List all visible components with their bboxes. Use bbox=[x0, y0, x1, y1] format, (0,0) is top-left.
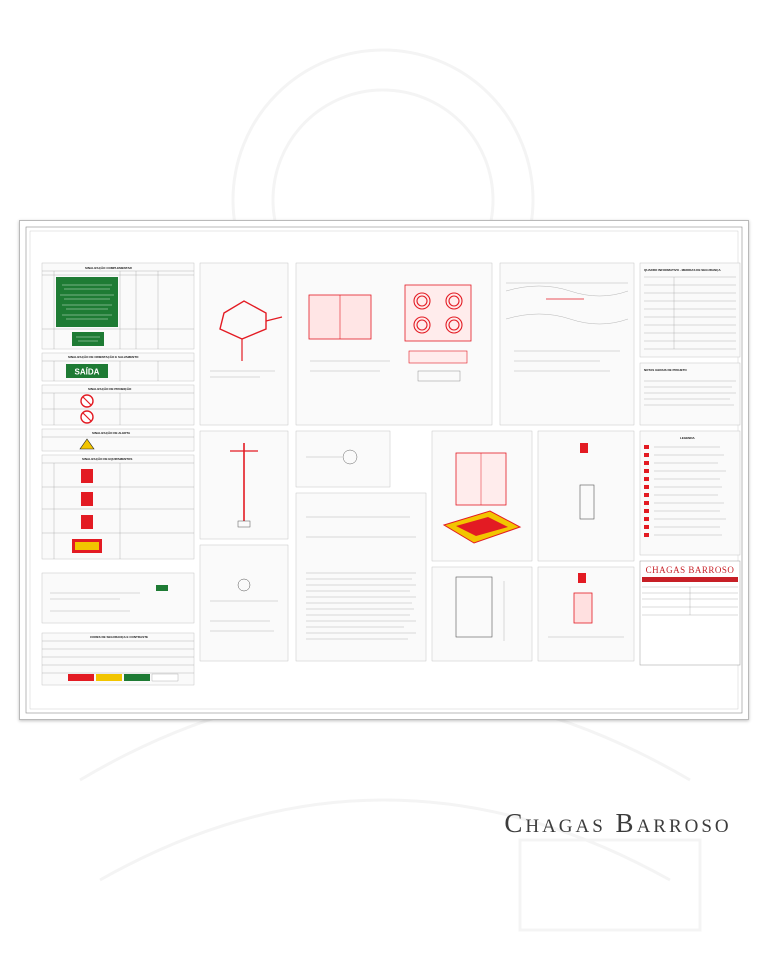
colors-table: CORES DE SEGURANÇA E CONTRASTE bbox=[41, 632, 195, 686]
pump-detail-panel bbox=[199, 262, 289, 426]
door-detail-panel bbox=[431, 566, 533, 662]
table-title-proibicao: SINALIZAÇÃO DE PROIBIÇÃO bbox=[88, 386, 132, 391]
pipe-detail-panel bbox=[295, 430, 391, 488]
table-title-complementar: SINALIZAÇÃO COMPLEMENTAR bbox=[85, 265, 133, 270]
electrical-scheme-panel bbox=[199, 544, 289, 662]
table-title-orientacao: SINALIZAÇÃO DE ORIENTAÇÃO E SALVAMENTO bbox=[68, 354, 139, 359]
general-notes-panel: NOTAS GERAIS DE PROJETO bbox=[639, 362, 741, 426]
title-block: CHAGAS BARROSO bbox=[639, 560, 741, 666]
alarm-sign-icon bbox=[81, 492, 93, 506]
legend-panel: LEGENDA bbox=[639, 430, 741, 556]
table-title-cores: CORES DE SEGURANÇA E CONTRASTE bbox=[90, 635, 148, 639]
prohibition-signs-table: SINALIZAÇÃO DE PROIBIÇÃO bbox=[41, 384, 195, 426]
green-information-sign bbox=[56, 277, 118, 327]
drawing-canvas: SINALIZAÇÃO COMPLEMENTAR SINALIZAÇÃO DE … bbox=[25, 226, 743, 714]
hydrant-cabinet-detail bbox=[295, 262, 493, 426]
extinguisher-install-panel bbox=[537, 566, 635, 662]
hydrant-sign-icon bbox=[81, 515, 93, 529]
luminaire-notes-panel bbox=[295, 492, 427, 662]
cabinet-isometric-panel bbox=[431, 430, 533, 562]
orientation-signs-table: SINALIZAÇÃO DE ORIENTAÇÃO E SALVAMENTO S… bbox=[41, 352, 195, 382]
alert-signs-table: SINALIZAÇÃO DE ALERTA bbox=[41, 428, 195, 452]
table-title-equipamentos: SINALIZAÇÃO DE EQUIPAMENTOS bbox=[82, 456, 132, 461]
water-tank-section bbox=[499, 262, 635, 426]
complementary-signs-table: SINALIZAÇÃO COMPLEMENTAR bbox=[41, 262, 195, 350]
info-table-title: QUADRO INFORMATIVO - MEDIDAS DE SEGURANÇ… bbox=[644, 268, 721, 272]
notes-title: NOTAS GERAIS DE PROJETO bbox=[644, 368, 687, 372]
hydrant-detail-panel bbox=[199, 430, 289, 540]
information-table: QUADRO INFORMATIVO - MEDIDAS DE SEGURANÇ… bbox=[639, 262, 741, 358]
exit-sign bbox=[66, 364, 108, 378]
sign-installation-detail bbox=[41, 572, 195, 624]
technical-drawing-sheet: SINALIZAÇÃO COMPLEMENTAR SINALIZAÇÃO DE … bbox=[19, 220, 749, 720]
legend-title: LEGENDA bbox=[680, 436, 696, 440]
exit-sign-text: SAÍDA bbox=[75, 368, 100, 377]
footer-brand-logo: Chagas Barroso bbox=[504, 808, 732, 838]
warning-triangle-icon bbox=[79, 438, 95, 450]
extinguisher-sign-icon bbox=[81, 469, 93, 483]
equipment-signs-table: SINALIZAÇÃO DE EQUIPAMENTOS bbox=[41, 454, 195, 560]
green-small-sign bbox=[72, 332, 104, 346]
title-block-brand: CHAGAS BARROSO bbox=[646, 565, 735, 575]
table-title-alerta: SINALIZAÇÃO DE ALERTA bbox=[92, 430, 131, 435]
extinguisher-mount-panel bbox=[537, 430, 635, 562]
